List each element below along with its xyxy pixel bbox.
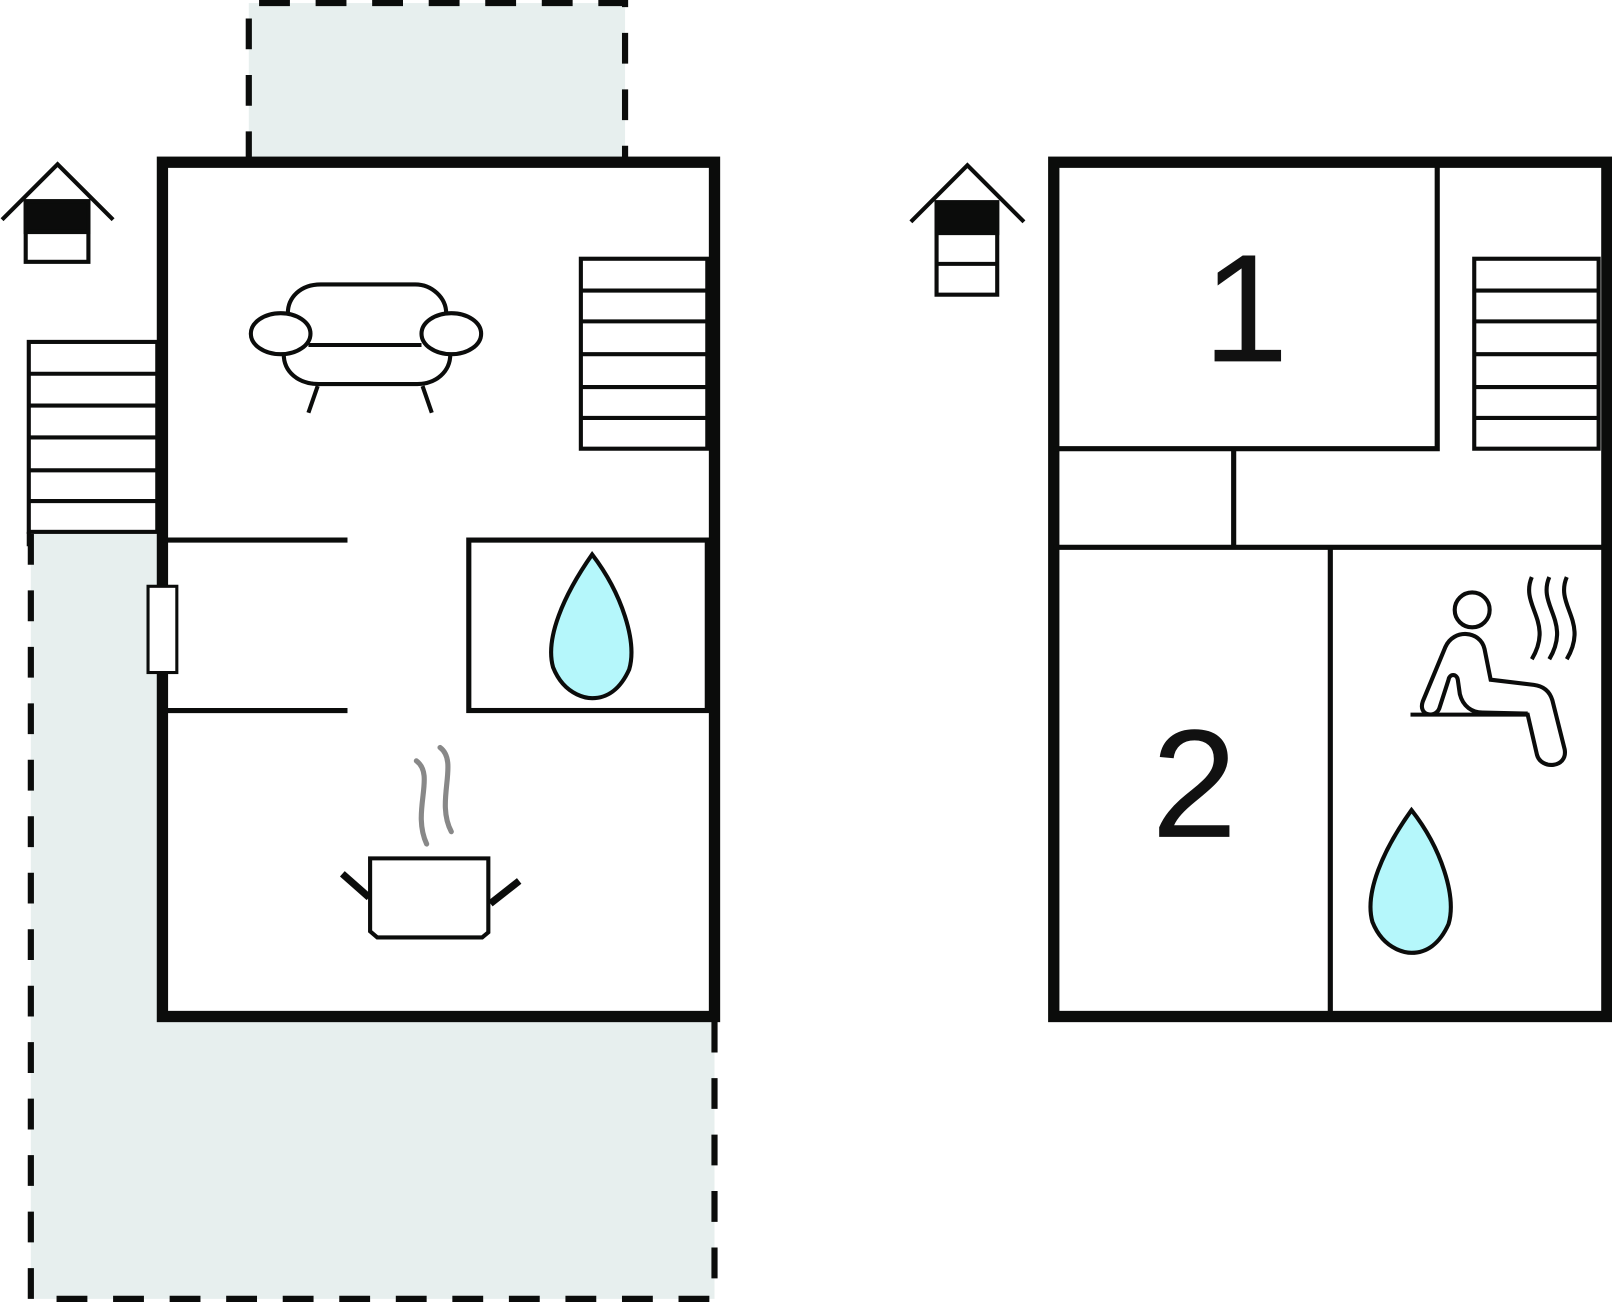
sauna-icon — [1410, 576, 1577, 767]
bedroom-1-walls — [1053, 162, 1440, 452]
terrace-top-outline — [245, 0, 629, 163]
outside-stairs — [26, 339, 160, 547]
cooking-pot-icon — [339, 744, 522, 940]
terrace-bottom-outline — [27, 533, 718, 1302]
bathroom-ground — [466, 537, 710, 714]
stairs-ground — [578, 256, 710, 451]
sofa-icon — [248, 282, 484, 414]
stairs-upper — [1472, 256, 1601, 451]
water-drop-icon — [1368, 806, 1453, 955]
entrance-door — [146, 584, 179, 675]
room-label-2: 2 — [1151, 697, 1237, 870]
ground-floor — [0, 0, 721, 1302]
room-label-1: 1 — [1203, 222, 1289, 395]
floor-indicator-ground-icon — [0, 161, 115, 264]
terrace-top — [248, 3, 626, 163]
upper-floor: 1 2 — [909, 156, 1612, 1023]
water-drop-icon — [549, 550, 634, 701]
floor-indicator-upper-icon — [909, 162, 1026, 297]
